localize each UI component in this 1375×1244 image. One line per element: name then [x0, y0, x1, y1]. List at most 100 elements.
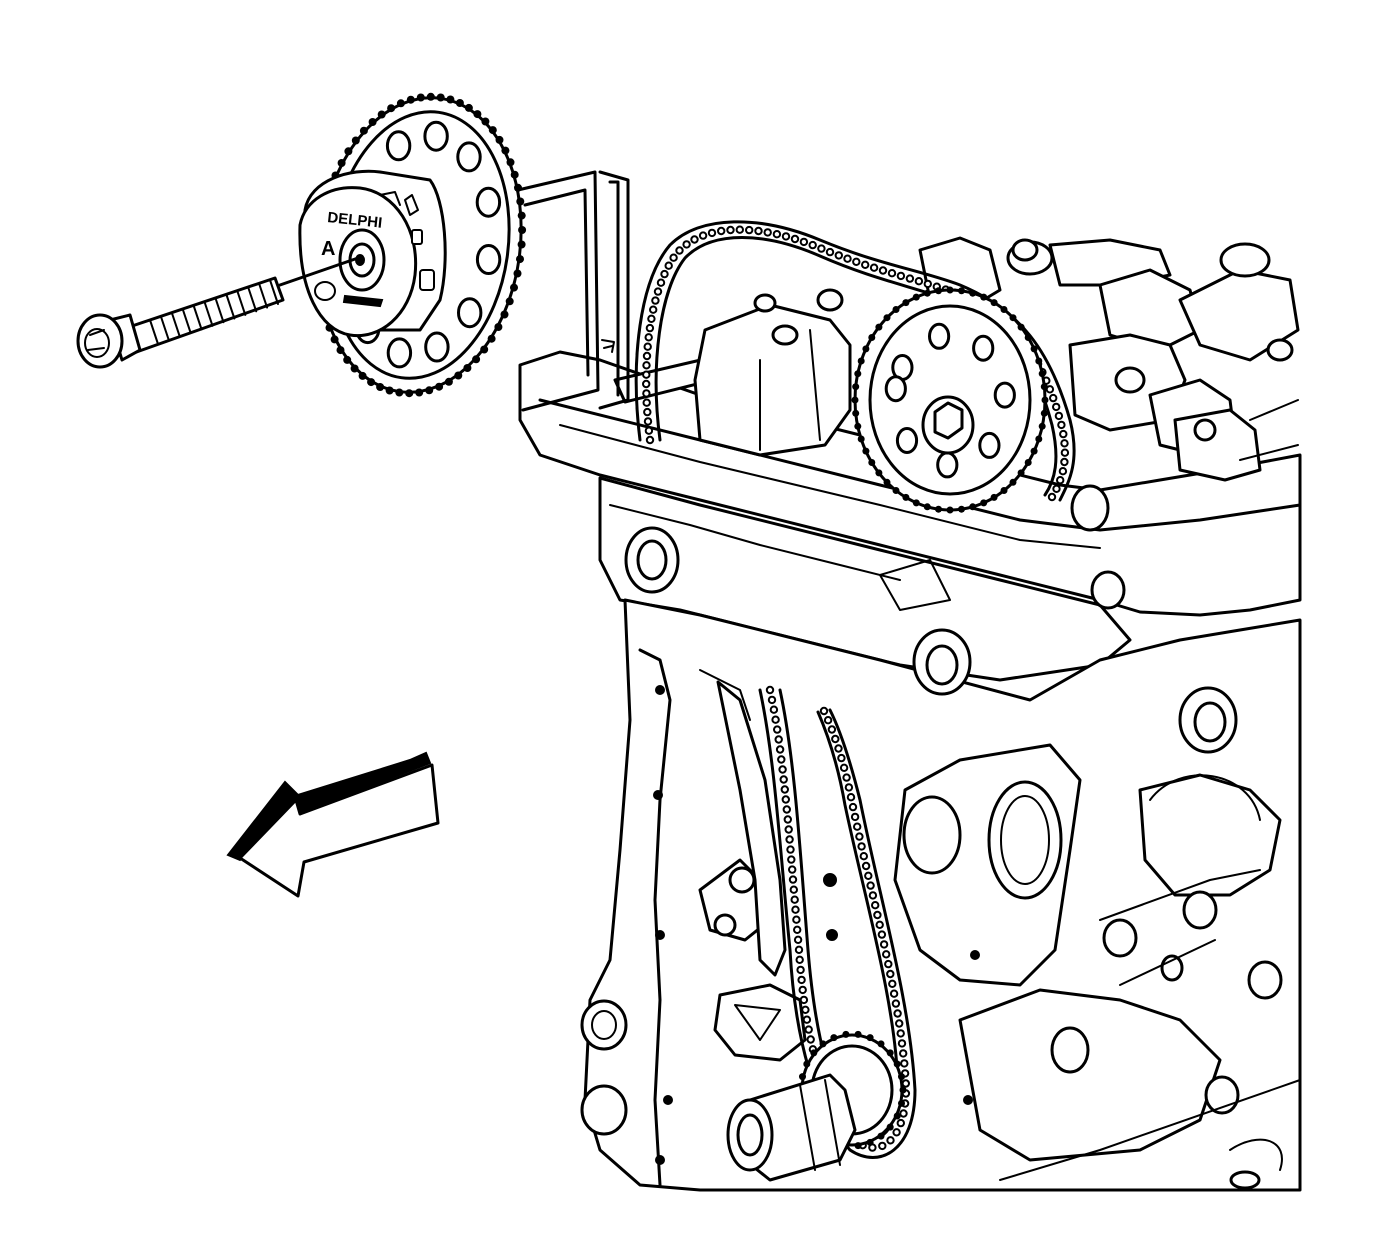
- sprocket-tooth: [500, 310, 509, 319]
- sprocket-tooth: [799, 1073, 806, 1081]
- sprocket-tooth: [396, 99, 405, 108]
- chain-link: [888, 979, 897, 988]
- chain-link: [643, 407, 652, 417]
- chain-link: [804, 1025, 813, 1034]
- sprocket-tooth: [958, 505, 965, 513]
- chain-link: [793, 925, 802, 934]
- chain-link: [806, 1035, 815, 1044]
- sprocket-tooth: [886, 1123, 894, 1131]
- sprocket-tooth: [367, 378, 376, 387]
- chain-link: [877, 930, 887, 939]
- sprocket-tooth: [387, 104, 396, 113]
- chain-link: [790, 895, 799, 904]
- chain-link: [645, 323, 655, 333]
- chain-link: [901, 1079, 910, 1088]
- chain-link: [853, 822, 862, 831]
- chain-link: [891, 999, 901, 1008]
- chain-link: [649, 305, 658, 314]
- chain-link: [914, 277, 924, 286]
- sprocket-tooth: [1040, 409, 1048, 417]
- camshaft-sprocket-bolt: [76, 276, 285, 369]
- chain-link: [887, 269, 897, 278]
- chain-link: [1059, 429, 1068, 439]
- sprocket-tooth: [990, 299, 998, 307]
- sprocket-tooth: [406, 95, 415, 104]
- chain-link: [886, 1136, 895, 1145]
- chain-link: [819, 706, 829, 716]
- chain-link: [779, 775, 788, 784]
- bolt-thread: [203, 300, 214, 327]
- chain-link: [1052, 484, 1061, 493]
- bolt-thread: [192, 304, 203, 331]
- chain-link: [717, 226, 726, 236]
- sprocket-tooth: [868, 334, 876, 341]
- chain-link: [866, 881, 875, 890]
- chain-link: [923, 279, 932, 289]
- chain-link: [825, 247, 835, 257]
- sprocket-tooth: [454, 371, 463, 380]
- chain-link: [878, 1141, 887, 1151]
- chain-link: [869, 263, 879, 272]
- chain-link: [843, 254, 852, 263]
- sprocket-tooth: [902, 299, 910, 307]
- chain-link: [643, 417, 653, 426]
- sprocket-tooth: [898, 1073, 905, 1081]
- sprocket-tooth: [935, 287, 942, 295]
- sprocket-tooth: [343, 355, 352, 364]
- chain-link: [1049, 393, 1058, 403]
- sprocket-tooth: [1030, 447, 1038, 455]
- chain-link: [1060, 448, 1070, 457]
- sprocket-tooth: [516, 197, 525, 206]
- chain-link: [774, 735, 783, 744]
- chain-link: [789, 885, 798, 894]
- sprocket-stamp-text: DELPHI: [327, 209, 383, 232]
- chain-link: [852, 257, 861, 266]
- sprocket-hole: [386, 337, 413, 369]
- sprocket-tooth: [923, 289, 931, 297]
- chain-link: [827, 725, 837, 734]
- chain-link: [660, 269, 669, 279]
- chain-link: [644, 333, 653, 342]
- sprocket-tooth: [415, 388, 424, 397]
- sprocket-tooth: [1024, 334, 1032, 341]
- chain-link: [1052, 402, 1061, 412]
- alignment-lines: [516, 170, 630, 412]
- chain-link: [857, 842, 866, 851]
- chain-link: [846, 793, 856, 802]
- sprocket-tooth: [854, 1142, 862, 1150]
- sprocket-tooth: [877, 1040, 885, 1048]
- chain-link: [1060, 457, 1069, 467]
- sprocket-tooth: [359, 126, 368, 135]
- chain-link: [905, 274, 915, 283]
- chain-link: [879, 940, 889, 949]
- sprocket-tooth: [344, 147, 353, 156]
- upper-timing-chain: [634, 220, 1076, 502]
- sprocket-tooth: [405, 389, 414, 398]
- chain-link: [855, 832, 864, 841]
- chain-link: [823, 716, 833, 725]
- chain-link: [643, 342, 652, 351]
- sprocket-hole: [993, 381, 1016, 409]
- sprocket-tooth: [517, 211, 526, 220]
- chain-link: [837, 753, 846, 763]
- chain-link: [745, 225, 754, 235]
- sprocket-tooth: [446, 95, 455, 104]
- sprocket-hole: [423, 120, 449, 152]
- chain-link: [799, 237, 809, 247]
- chain-link: [802, 1015, 812, 1024]
- chain-link: [765, 685, 775, 695]
- sprocket-tooth: [514, 183, 522, 192]
- chain-link: [647, 314, 656, 323]
- sprocket-tooth: [501, 146, 510, 155]
- chain-link: [1057, 420, 1066, 430]
- sprocket-tooth: [376, 383, 385, 391]
- chain-link: [783, 815, 792, 824]
- sprocket-tooth: [513, 269, 522, 278]
- chain-link: [817, 244, 826, 253]
- chain-link: [895, 1019, 904, 1028]
- bolt-alignment-line: [278, 256, 360, 287]
- sprocket-tooth: [488, 126, 497, 135]
- sprocket-tooth: [854, 1030, 862, 1038]
- sprocket-tooth: [480, 345, 489, 354]
- chain-link: [848, 802, 858, 812]
